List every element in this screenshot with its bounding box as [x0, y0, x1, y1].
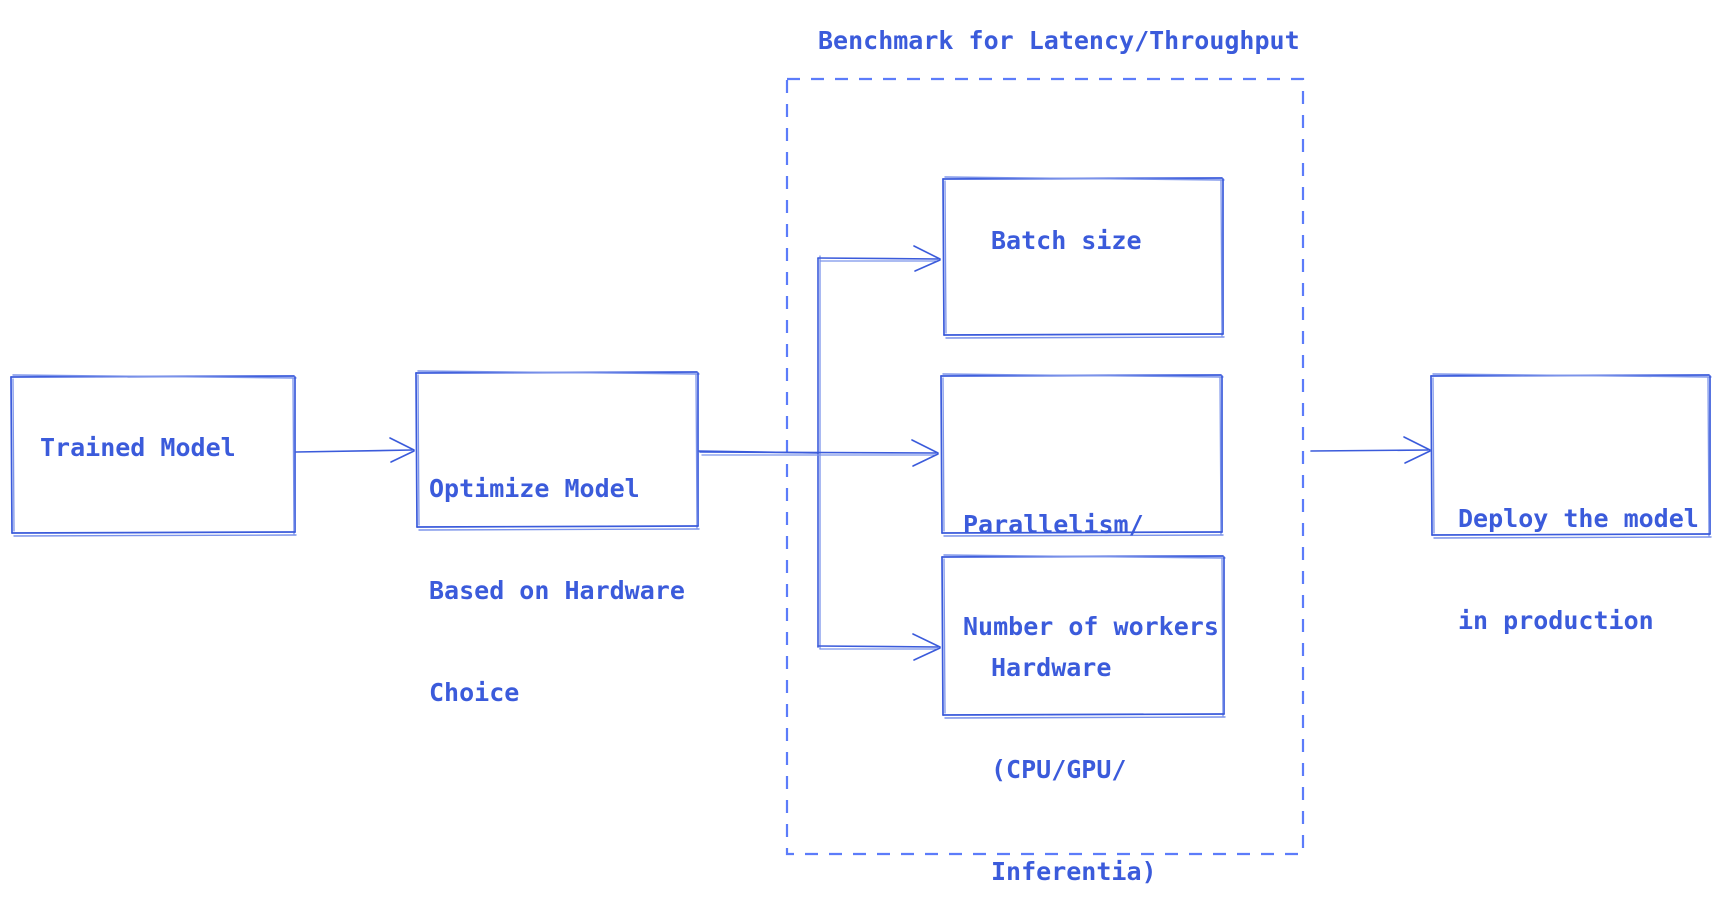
node-deploy[interactable]	[1430, 373, 1712, 539]
edge-trained-to-optimize	[295, 437, 415, 463]
edge-branch-to-parallelism	[699, 439, 939, 467]
node-hardware[interactable]	[941, 554, 1226, 719]
edge-branch-to-batch-size	[817, 245, 941, 272]
branch-bus	[817, 255, 821, 650]
group-title: Benchmark for Latency/Throughput	[818, 26, 1300, 55]
node-parallelism[interactable]	[940, 373, 1224, 537]
benchmark-group-rect	[785, 77, 1305, 856]
node-trained-model[interactable]	[10, 374, 297, 537]
edge-group-to-deploy	[1310, 436, 1431, 464]
edge-branch-to-hardware	[817, 633, 941, 661]
node-optimize-model[interactable]	[415, 370, 700, 531]
node-batch-size[interactable]	[942, 176, 1225, 339]
